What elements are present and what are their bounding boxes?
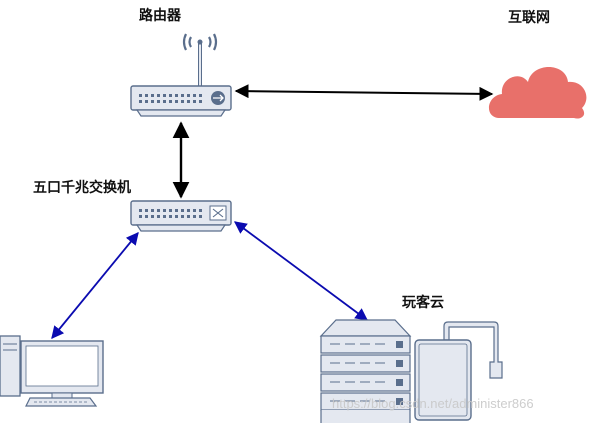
internet-label: 互联网 (508, 10, 550, 26)
wifi-router-icon (130, 33, 232, 117)
link-router-internet (234, 84, 494, 101)
desktop-computer-icon (0, 335, 104, 407)
router-label: 路由器 (139, 8, 181, 24)
server-rack-icon (319, 319, 503, 423)
link-switch-wanke (233, 221, 369, 321)
wanke-label: 玩客云 (402, 295, 444, 311)
watermark-text: https://blog.csdn.net/administer866 (332, 396, 534, 411)
link-switch-pc (51, 232, 139, 339)
switch-label: 五口千兆交换机 (33, 180, 131, 196)
network-switch-icon (130, 200, 232, 232)
cloud-icon (488, 67, 587, 119)
